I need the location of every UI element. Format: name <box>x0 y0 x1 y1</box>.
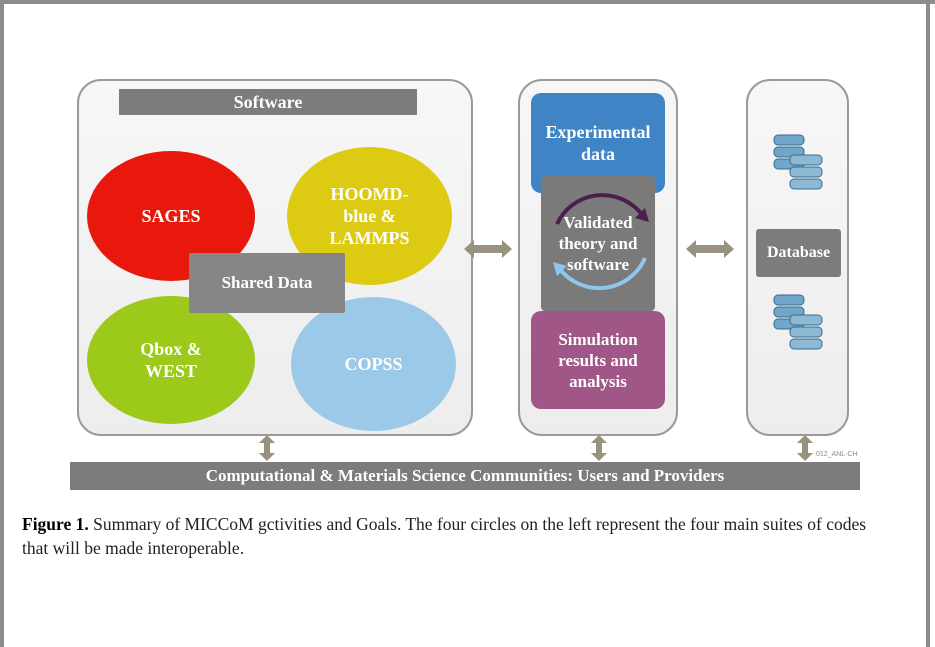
database-server-icon <box>773 134 823 190</box>
copss-circle: COPSS <box>291 297 456 431</box>
software-title: Software <box>119 89 417 115</box>
database-label: Database <box>756 229 841 277</box>
caption-text: Summary of MICCoM gctivities and Goals. … <box>22 514 867 558</box>
diagram-figure: Software SAGES HOOMD- blue & LAMMPS Qbox… <box>60 62 870 497</box>
vertical-double-arrow-icon <box>797 435 813 461</box>
communities-bar: Computational & Materials Science Commun… <box>70 462 860 490</box>
shared-data-box: Shared Data <box>189 253 345 313</box>
database-server-icon <box>773 294 823 350</box>
double-arrow-icon <box>686 240 734 258</box>
software-panel: Software SAGES HOOMD- blue & LAMMPS Qbox… <box>77 79 473 436</box>
caption-label: Figure 1. <box>22 514 89 534</box>
sages-circle: SAGES <box>87 151 255 281</box>
validation-panel: Experimental data Simulation results and… <box>518 79 678 436</box>
vertical-double-arrow-icon <box>591 435 607 461</box>
double-arrow-icon <box>464 240 512 258</box>
vertical-double-arrow-icon <box>259 435 275 461</box>
simulation-results-box: Simulation results and analysis <box>531 311 665 409</box>
frame-top-border <box>0 0 935 4</box>
frame-right-border <box>926 0 930 647</box>
qbox-west-circle: Qbox & WEST <box>87 296 255 424</box>
frame-left-border <box>0 0 4 647</box>
figure-caption: Figure 1. Summary of MICCoM gctivities a… <box>22 512 892 560</box>
validated-theory-box: Validated theory and software <box>541 176 655 311</box>
database-panel: Database <box>746 79 849 436</box>
figure-code-label: 012_ANL-CH <box>816 451 858 458</box>
